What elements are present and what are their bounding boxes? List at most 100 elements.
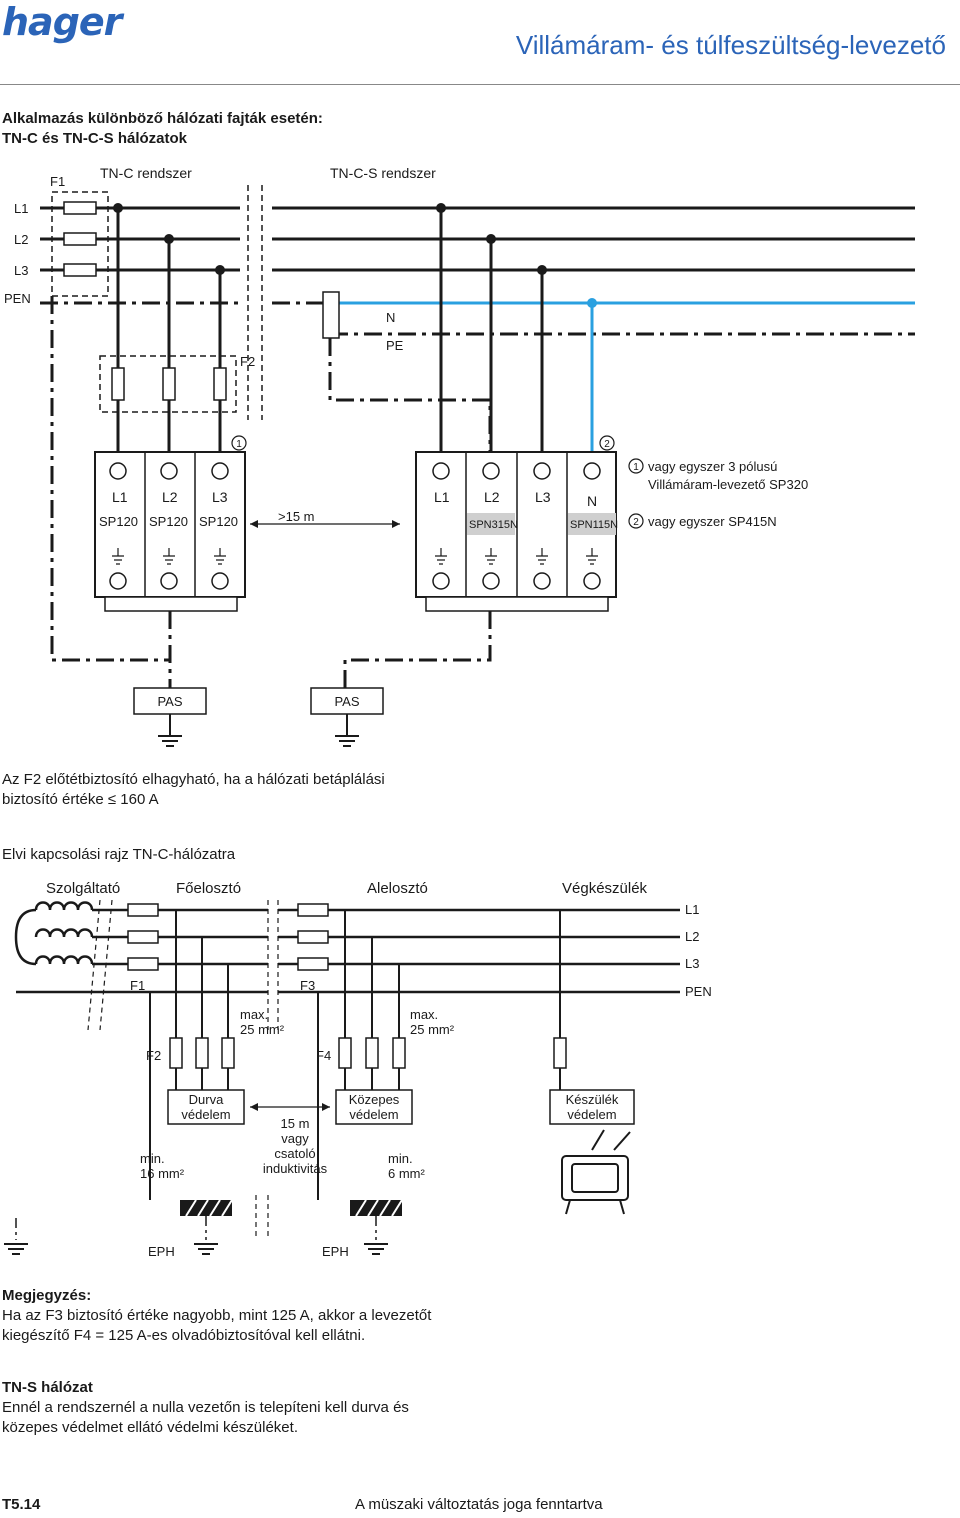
d1-right-pole-l2: L2 [484, 489, 500, 505]
d1-f1-fuse-l2 [63, 232, 97, 246]
section1-heading: Alkalmazás különböző hálózati fajták ese… [2, 109, 323, 149]
d2-kozepes-box [335, 1089, 413, 1125]
d1-spn115-label: SPN115N [570, 519, 618, 531]
note-tns-heading: TN-S hálózat [2, 1379, 93, 1396]
d1-spn315-label: SPN315N [469, 519, 518, 531]
d1-right-pole-l3: L3 [535, 489, 551, 505]
d1-f2-box [99, 355, 237, 413]
d1-f2-fuse [111, 367, 125, 401]
d2-foeloszto-label: Főelosztó [176, 880, 241, 897]
d2-aleloszto-label: Alelosztó [367, 880, 428, 897]
d2-pen-label: PEN [685, 984, 712, 999]
d1-n-label: N [386, 310, 395, 325]
section2-heading: Elvi kapcsolási rajz TN-C-hálózatra [2, 846, 236, 863]
d2-max2-line1: max. [410, 1007, 438, 1022]
note-f3-line1: Ha az F3 biztosító értéke nagyobb, mint … [2, 1307, 432, 1324]
svg-text:2: 2 [633, 517, 639, 528]
d2-keszulek-box [549, 1089, 635, 1125]
page-title: Villámáram- és túlfeszültség-levezető [515, 30, 946, 60]
d2-durva-line2: védelem [181, 1107, 230, 1122]
tn-c-principle-diagram: Szolgáltató Főelosztó Alelosztó Végkészü… [4, 880, 712, 1259]
note-f2-line1: Az F2 előtétbiztosító elhagyható, ha a h… [2, 771, 385, 788]
d2-f1-label: F1 [130, 978, 145, 993]
note-tns: TN-S hálózat Ennél a rendszernél a nulla… [2, 1378, 409, 1438]
page-code: T5.14 [2, 1496, 41, 1513]
d1-line-l1-label: L1 [14, 201, 28, 216]
section1-heading-line1: Alkalmazás különböző hálózati fajták ese… [2, 110, 323, 127]
d1-pe-label: PE [386, 338, 404, 353]
header-divider [0, 84, 960, 85]
d2-max1-line1: max. [240, 1007, 268, 1022]
hager-logo: hager [2, 0, 122, 44]
d1-left-type-1: SP120 [99, 514, 138, 529]
d1-left-type-2: SP120 [149, 514, 188, 529]
d2-max1-line2: 25 mm² [240, 1022, 285, 1037]
note-f3-line2: kiegészítő F4 = 125 A-es olvadóbiztosító… [2, 1327, 366, 1344]
d2-eph-label-2: EPH [322, 1244, 349, 1259]
d1-left-pole-l2: L2 [162, 489, 178, 505]
d1-left-pole-l3: L3 [212, 489, 228, 505]
svg-text:1: 1 [236, 439, 242, 450]
d1-tnc-label: TN-C rendszer [100, 165, 192, 181]
d2-f4-label: F4 [316, 1048, 331, 1063]
tn-c-tn-cs-diagram: F1 TN-C rendszer TN-C-S rendszer L1 L2 L… [4, 165, 915, 747]
d2-f3-label: F3 [300, 978, 315, 993]
d2-l3-label: L3 [685, 956, 699, 971]
d2-szolg-label: Szolgáltató [46, 880, 120, 897]
note-f3: Megjegyzés: Ha az F3 biztosító értéke na… [2, 1286, 431, 1346]
d2-durva-box [167, 1089, 245, 1125]
d1-legend1-line2: Villámáram-levezető SP320 [648, 477, 808, 492]
d1-line-l3-label: L3 [14, 263, 28, 278]
d1-tncs-label: TN-C-S rendszer [330, 165, 436, 181]
d2-eph-label-1: EPH [148, 1244, 175, 1259]
d1-f2-label: F2 [240, 354, 255, 369]
d2-dist-line1: 15 m [281, 1116, 310, 1131]
note-f2: Az F2 előtétbiztosító elhagyható, ha a h… [2, 770, 385, 810]
d1-pas-right [310, 687, 384, 715]
d1-right-pole-n: N [587, 493, 597, 509]
d2-dist-line2: vagy [281, 1131, 309, 1146]
d1-pas-left-label: PAS [157, 694, 182, 709]
d2-durva-line1: Durva [189, 1092, 224, 1107]
d1-legend2: vagy egyszer SP415N [648, 514, 777, 529]
footer-rights: A müszaki változtatás joga fenntartva [355, 1496, 603, 1513]
d1-line-pen-label: PEN [4, 291, 31, 306]
d2-coil-l1 [34, 901, 94, 911]
svg-text:2: 2 [604, 439, 610, 450]
note-tns-line1: Ennél a rendszernél a nulla vezetőn is t… [2, 1399, 409, 1416]
d2-ground-icon [364, 1243, 388, 1255]
d1-ground-icon [335, 714, 359, 747]
svg-text:1: 1 [633, 462, 639, 473]
d1-distance-label: >15 m [278, 509, 315, 524]
d2-max2-line2: 25 mm² [410, 1022, 455, 1037]
d1-pas-right-label: PAS [334, 694, 359, 709]
d1-f1-fuse-l3 [63, 263, 97, 277]
d2-keszulek-line1: Készülék [566, 1092, 619, 1107]
d2-min2-line2: 6 mm² [388, 1166, 426, 1181]
d2-dist-line4: induktivitás [263, 1161, 328, 1176]
d2-kozepes-line2: védelem [349, 1107, 398, 1122]
d1-left-type-3: SP120 [199, 514, 238, 529]
d2-min1-line2: 16 mm² [140, 1166, 185, 1181]
d2-min2-line1: min. [388, 1151, 413, 1166]
d1-earth-left [50, 296, 170, 662]
section1-heading-line2: TN-C és TN-C-S hálózatok [2, 130, 188, 147]
d2-min1-line1: min. [140, 1151, 165, 1166]
d2-coil-l2 [34, 928, 94, 938]
d1-right-pole-l1: L1 [434, 489, 450, 505]
d1-line-l2-label: L2 [14, 232, 28, 247]
d2-vegk-label: Végkészülék [562, 880, 648, 897]
tv-device-icon [561, 1129, 631, 1215]
note-f2-line2: biztosító értéke ≤ 160 A [2, 791, 159, 808]
d2-l2-label: L2 [685, 929, 699, 944]
note-tns-line2: közepes védelmet ellátó védelmi készülék… [2, 1419, 298, 1436]
d2-keszulek-line2: védelem [567, 1107, 616, 1122]
d1-f2-fuse [213, 367, 227, 401]
d1-left-pole-l1: L1 [112, 489, 128, 505]
d1-f1-fuse-l1 [63, 201, 97, 215]
d1-pen-terminal [322, 291, 340, 339]
d2-l1-label: L1 [685, 902, 699, 917]
d1-ground-icon [158, 714, 182, 747]
d2-coil-l3 [34, 955, 94, 965]
d2-dist-line3: csatoló [274, 1146, 315, 1161]
